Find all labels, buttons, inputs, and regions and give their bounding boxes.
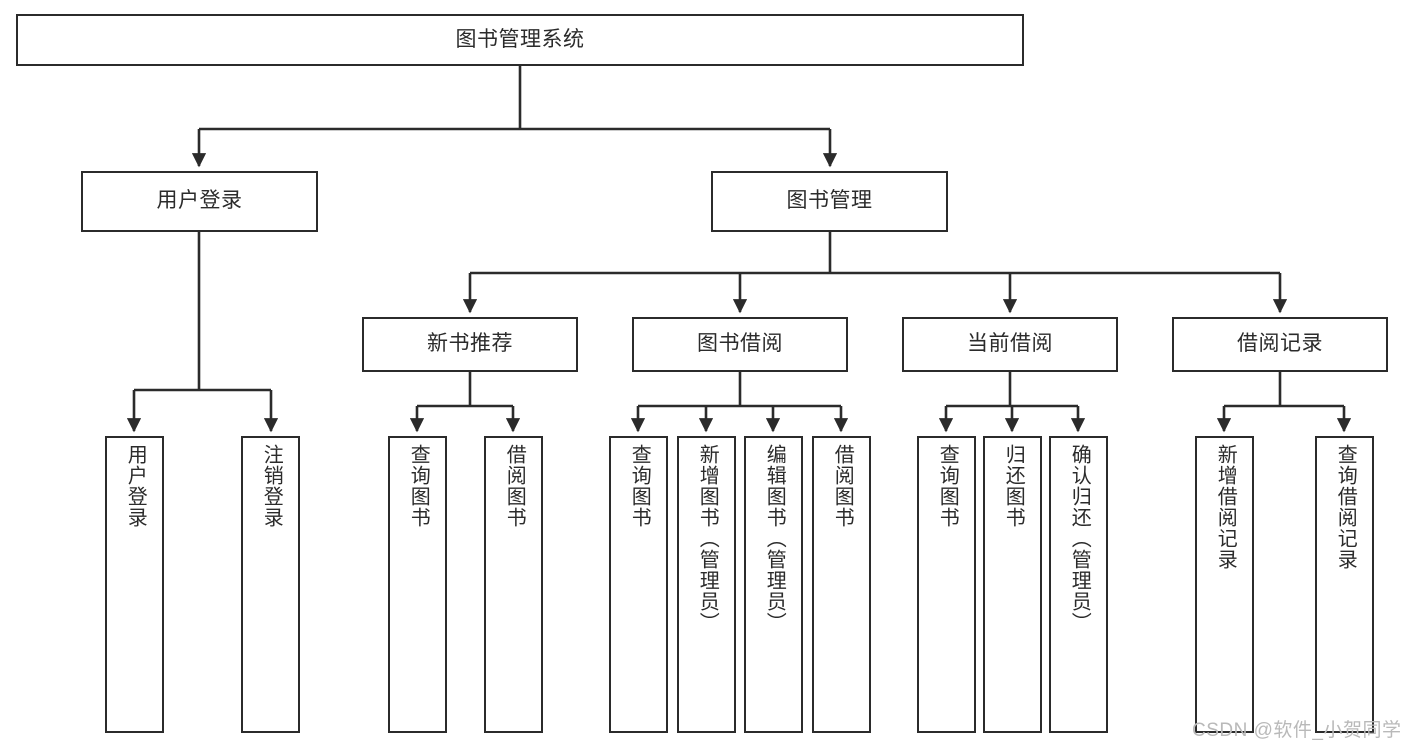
node-leaf-borrow-book[interactable]: 借阅图书 xyxy=(812,436,871,733)
node-book-manage-label: 图书管理 xyxy=(786,189,873,213)
node-current-borrow[interactable]: 当前借阅 xyxy=(902,317,1118,372)
node-book-borrow[interactable]: 图书借阅 xyxy=(632,317,848,372)
node-leaf-add-book[interactable]: 新增图书（管理员） xyxy=(677,436,736,733)
node-leaf-query-record-label: 查询借阅记录 xyxy=(1334,444,1357,570)
node-leaf-query-book-rec-label: 查询图书 xyxy=(407,444,430,528)
node-current-borrow-label: 当前借阅 xyxy=(967,332,1053,356)
node-leaf-logout[interactable]: 注销登录 xyxy=(241,436,300,733)
node-leaf-query-book-borrow[interactable]: 查询图书 xyxy=(609,436,668,733)
node-leaf-query-book-borrow-label: 查询图书 xyxy=(628,444,651,528)
node-leaf-query-record[interactable]: 查询借阅记录 xyxy=(1315,436,1374,733)
node-user-login-label: 用户登录 xyxy=(156,189,243,213)
node-leaf-user-login[interactable]: 用户登录 xyxy=(105,436,164,733)
node-leaf-return-book-label: 归还图书 xyxy=(1002,444,1025,528)
node-leaf-return-book[interactable]: 归还图书 xyxy=(983,436,1042,733)
node-borrow-record[interactable]: 借阅记录 xyxy=(1172,317,1388,372)
node-leaf-query-book-cur[interactable]: 查询图书 xyxy=(917,436,976,733)
node-book-borrow-label: 图书借阅 xyxy=(697,332,783,356)
node-leaf-query-book-cur-label: 查询图书 xyxy=(936,444,959,528)
node-leaf-add-record-label: 新增借阅记录 xyxy=(1214,444,1237,570)
node-root[interactable]: 图书管理系统 xyxy=(16,14,1024,66)
node-new-book-recommend[interactable]: 新书推荐 xyxy=(362,317,578,372)
node-leaf-logout-label: 注销登录 xyxy=(260,444,283,528)
node-book-manage[interactable]: 图书管理 xyxy=(711,171,948,232)
node-leaf-confirm-return[interactable]: 确认归还（管理员） xyxy=(1049,436,1108,733)
node-leaf-add-book-label: 新增图书（管理员） xyxy=(696,444,719,633)
node-leaf-confirm-return-label: 确认归还（管理员） xyxy=(1068,444,1091,633)
node-leaf-add-record[interactable]: 新增借阅记录 xyxy=(1195,436,1254,733)
node-user-login[interactable]: 用户登录 xyxy=(81,171,318,232)
node-leaf-borrow-book-rec-label: 借阅图书 xyxy=(503,444,526,528)
node-leaf-borrow-book-label: 借阅图书 xyxy=(831,444,854,528)
node-root-label: 图书管理系统 xyxy=(455,27,585,51)
node-leaf-edit-book[interactable]: 编辑图书（管理员） xyxy=(744,436,803,733)
node-leaf-borrow-book-rec[interactable]: 借阅图书 xyxy=(484,436,543,733)
node-borrow-record-label: 借阅记录 xyxy=(1237,332,1323,356)
node-leaf-user-login-label: 用户登录 xyxy=(124,444,147,528)
node-leaf-edit-book-label: 编辑图书（管理员） xyxy=(763,444,786,633)
node-leaf-query-book-rec[interactable]: 查询图书 xyxy=(388,436,447,733)
node-new-book-recommend-label: 新书推荐 xyxy=(427,332,513,356)
